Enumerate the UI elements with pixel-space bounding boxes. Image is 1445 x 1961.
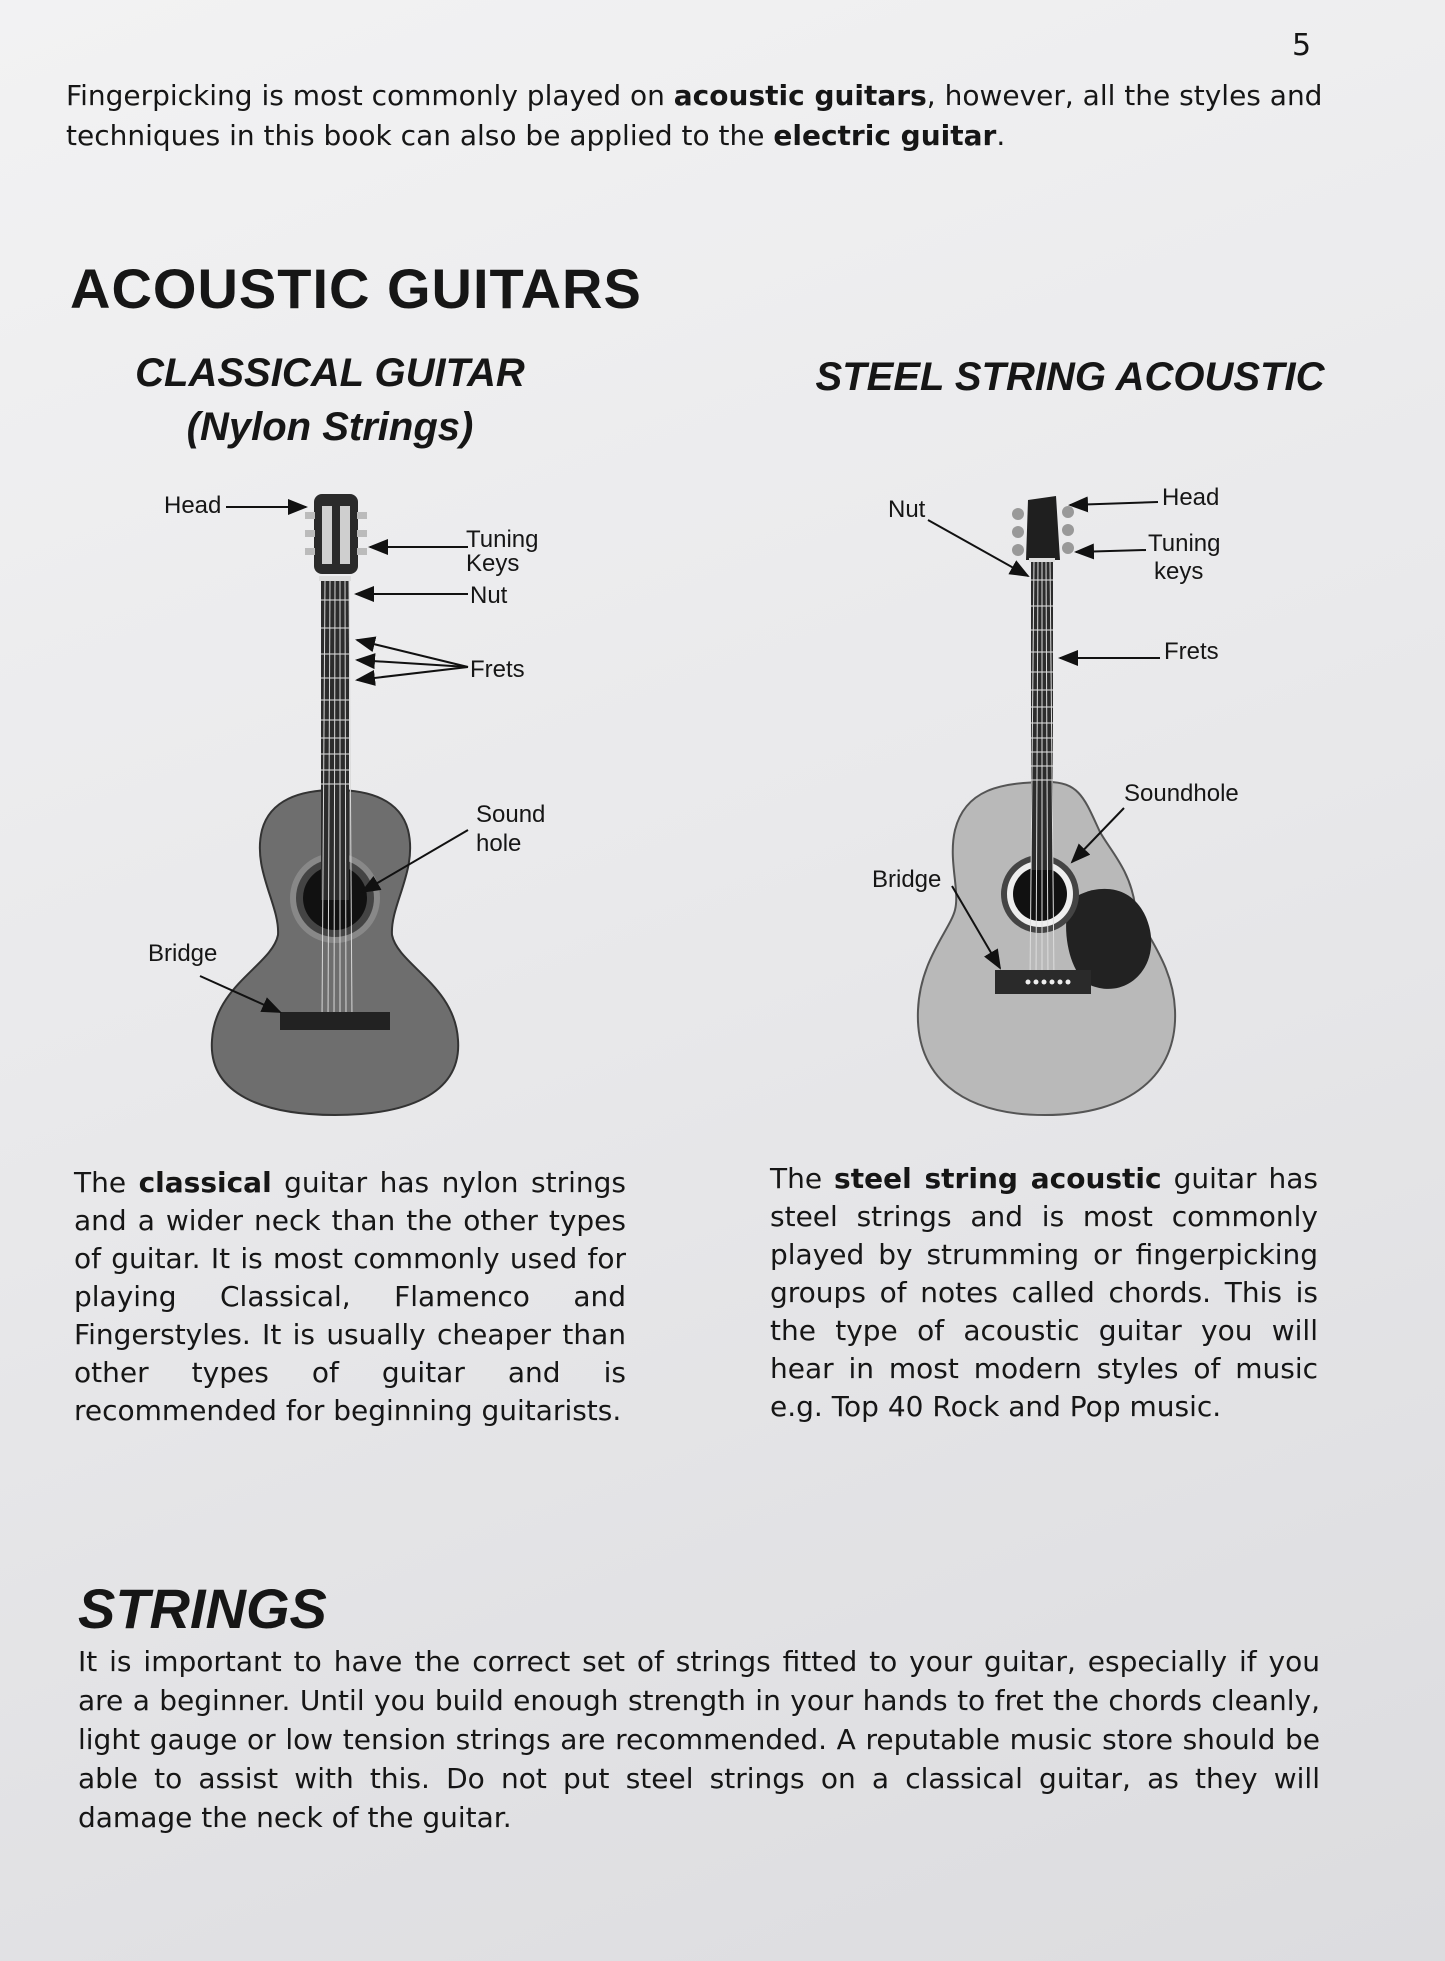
- steel-desc-text: The: [770, 1162, 835, 1195]
- classical-desc-bold: classical: [138, 1166, 272, 1199]
- label-sound: Sound: [476, 801, 546, 828]
- classical-description: The classical guitar has nylon strings a…: [74, 1164, 626, 1430]
- steel-desc-bold: steel string acoustic: [834, 1162, 1162, 1195]
- label-keys: Keys: [466, 550, 520, 577]
- label-frets: Frets: [470, 656, 525, 683]
- steel-label-head: Head: [1162, 484, 1220, 511]
- classical-desc-text: The: [74, 1166, 139, 1199]
- steel-desc-text: guitar has steel strings and is most com…: [770, 1162, 1318, 1423]
- strings-heading: STRINGS: [78, 1577, 327, 1640]
- classical-subtitle-line: (Nylon Strings): [186, 405, 474, 449]
- section-heading-acoustic-guitars: ACOUSTIC GUITARS: [70, 257, 642, 320]
- steel-label-tuning: Tuning: [1148, 530, 1221, 557]
- steel-label-keys: keys: [1154, 558, 1204, 585]
- classical-guitar-illustration: [199, 494, 469, 1117]
- steel-label-nut: Nut: [888, 496, 926, 523]
- steel-guitar-title: STEEL STRING ACOUSTIC: [815, 355, 1325, 399]
- intro-text: , however, all the styles and techniques…: [66, 79, 1323, 152]
- steel-label-frets: Frets: [1164, 638, 1219, 665]
- intro-text: .: [996, 119, 1006, 152]
- label-tuning: Tuning: [466, 526, 539, 553]
- page-number: 5: [1292, 28, 1312, 63]
- intro-bold-acoustic: acoustic guitars: [673, 79, 927, 112]
- steel-label-soundhole: Soundhole: [1124, 780, 1239, 807]
- classical-guitar-title: CLASSICAL GUITAR (Nylon Strings): [110, 346, 550, 454]
- intro-paragraph: Fingerpicking is most commonly played on…: [66, 76, 1326, 156]
- steel-guitar-illustration: [916, 496, 1177, 1117]
- steel-description: The steel string acoustic guitar has ste…: [770, 1160, 1318, 1426]
- label-bridge: Bridge: [148, 940, 218, 967]
- label-hole: hole: [476, 830, 522, 857]
- strings-paragraph: It is important to have the correct set …: [78, 1645, 1320, 1834]
- intro-text: Fingerpicking is most commonly played on: [66, 79, 674, 112]
- classical-title-line: CLASSICAL GUITAR: [135, 351, 525, 395]
- steel-label-bridge: Bridge: [872, 866, 942, 893]
- steel-body: [916, 780, 1177, 1117]
- label-nut: Nut: [470, 582, 508, 609]
- label-head: Head: [164, 492, 222, 519]
- intro-bold-electric: electric guitar: [773, 119, 997, 152]
- classical-desc-text: guitar has nylon strings and a wider nec…: [74, 1166, 626, 1427]
